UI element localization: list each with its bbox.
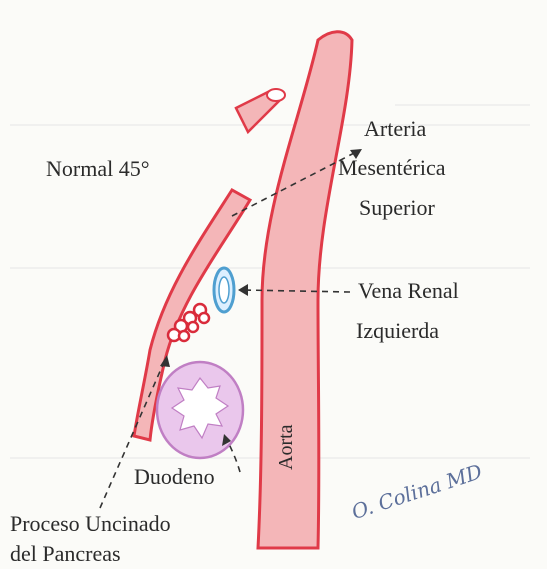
artery-label-line1: Arteria — [364, 118, 426, 140]
vein-arrowhead — [238, 284, 248, 296]
aorta-label: Aorta — [276, 424, 296, 470]
celiac-opening — [267, 89, 285, 101]
vein-label-line1: Vena Renal — [358, 280, 459, 302]
artery-label-line3: Superior — [359, 197, 435, 219]
renal-vein-lumen — [219, 277, 229, 303]
artery-label-line2: Mesentérica — [338, 157, 446, 179]
uncinate-label-line1: Proceso Uncinado — [10, 513, 171, 535]
uncinate-label-line2: del Pancreas — [10, 543, 121, 565]
duodenum-label: Duodeno — [134, 466, 215, 488]
vein-label-line2: Izquierda — [356, 320, 439, 342]
normal-angle-label: Normal 45° — [46, 158, 150, 180]
